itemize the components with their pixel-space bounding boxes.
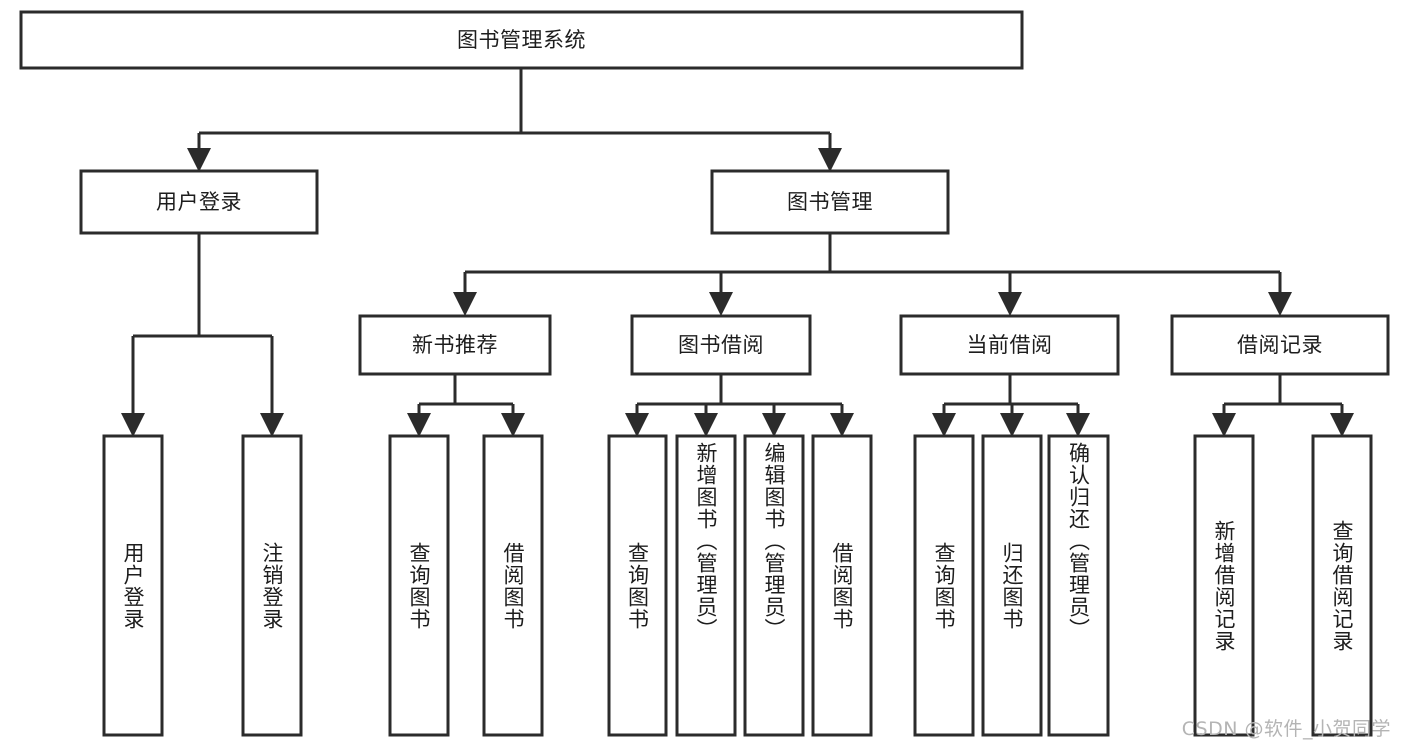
connector-user-login-bus xyxy=(131,233,274,420)
leaf-query-book-1-rect[interactable] xyxy=(388,434,450,737)
leaf-user-login-rect[interactable] xyxy=(102,434,164,737)
leaf-query-book-2-rect[interactable] xyxy=(607,434,668,737)
connector-borrow-record-bus xyxy=(1222,374,1344,420)
node-borrow-record-rect[interactable] xyxy=(1170,314,1390,376)
leaf-add-book-rect[interactable] xyxy=(675,434,737,737)
connector-new-book-bus xyxy=(417,374,515,420)
node-root-rect[interactable] xyxy=(19,10,1024,70)
leaf-add-record-rect[interactable] xyxy=(1193,434,1255,737)
connector-current-borrow-bus xyxy=(942,374,1080,420)
node-book-borrow-rect[interactable] xyxy=(630,314,812,376)
leaf-borrow-book-2-rect[interactable] xyxy=(811,434,873,737)
leaf-logout-rect[interactable] xyxy=(241,434,303,737)
leaf-query-book-3-rect[interactable] xyxy=(913,434,975,737)
node-book-manage-rect[interactable] xyxy=(710,169,950,235)
leaf-edit-book-rect[interactable] xyxy=(743,434,805,737)
node-current-borrow-rect[interactable] xyxy=(899,314,1120,376)
leaf-return-book-rect[interactable] xyxy=(981,434,1043,737)
node-new-book-recommend-rect[interactable] xyxy=(358,314,552,376)
connector-root-bus xyxy=(197,68,832,158)
connector-book-borrow-bus xyxy=(635,374,844,420)
leaf-confirm-return-rect[interactable] xyxy=(1047,434,1110,737)
leaf-query-record-rect[interactable] xyxy=(1311,434,1373,737)
connector-book-manage-bus xyxy=(463,233,1282,296)
leaf-borrow-book-1-rect[interactable] xyxy=(482,434,544,737)
node-user-login-rect[interactable] xyxy=(79,169,319,235)
